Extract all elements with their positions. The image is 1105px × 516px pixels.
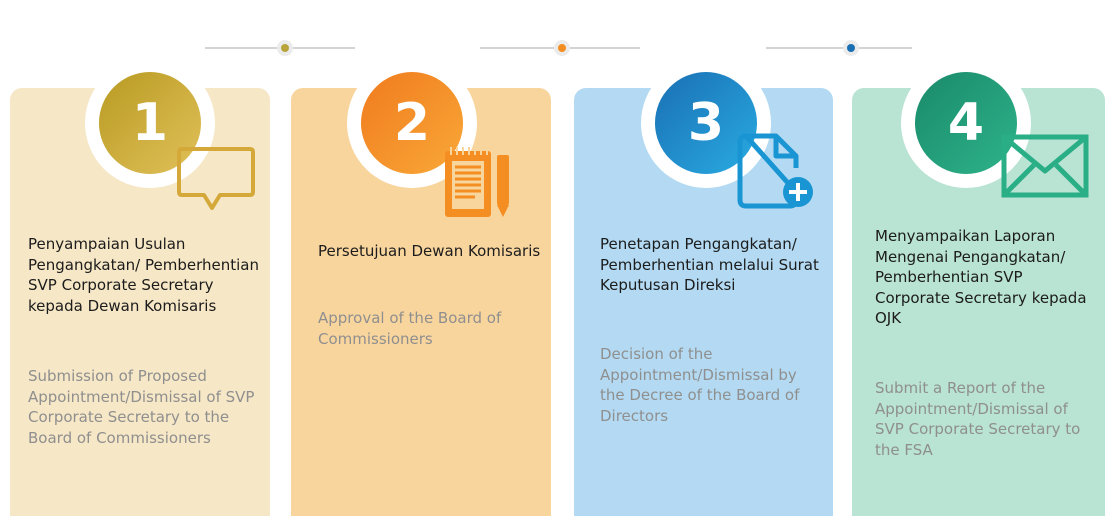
step-number-circle-3: 3 bbox=[641, 58, 771, 188]
connector-dot-3-4 bbox=[843, 40, 859, 56]
step-4-title-id: Menyampaikan Laporan Mengenai Pengangkat… bbox=[875, 227, 1087, 327]
step-2-title-en: Approval of the Board of Commissioners bbox=[318, 309, 502, 348]
step-3-title-id: Penetapan Pengangkatan/ Pemberhentian me… bbox=[600, 235, 819, 294]
step-card-4: 4 Menyampaikan Laporan Mengenai Pengangk… bbox=[852, 58, 1105, 516]
connector-dot-2-3 bbox=[554, 40, 570, 56]
envelope-icon bbox=[1001, 134, 1089, 198]
step-1-title-en: Submission of Proposed Appointment/Dismi… bbox=[28, 367, 255, 447]
document-add-icon bbox=[737, 133, 813, 209]
step-card-1: 1 Penyampaian Usulan Pengangkatan/ Pembe… bbox=[10, 58, 270, 516]
step-1-title-id: Penyampaian Usulan Pengangkatan/ Pemberh… bbox=[28, 235, 259, 315]
step-3-title-en: Decision of the Appointment/Dismissal by… bbox=[600, 345, 800, 425]
notepad-pencil-icon bbox=[445, 147, 509, 217]
step-card-3: 3 Penetapan Pengangkatan/ Pemberhentian … bbox=[574, 58, 833, 516]
connector-line-3-4 bbox=[766, 47, 912, 49]
step-4-title-en: Submit a Report of the Appointment/Dismi… bbox=[875, 379, 1081, 459]
step-number-4: 4 bbox=[915, 72, 1017, 174]
step-number-1: 1 bbox=[99, 72, 201, 174]
speech-bubble-icon bbox=[177, 147, 255, 210]
step-2-title-id: Persetujuan Dewan Komisaris bbox=[318, 242, 541, 260]
connector-dot-1-2 bbox=[277, 40, 293, 56]
step-number-circle-4: 4 bbox=[901, 58, 1031, 188]
step-number-circle-1: 1 bbox=[85, 58, 215, 188]
step-card-2: 2 Persetujuan Dewan Komisaris Approval o… bbox=[291, 58, 551, 516]
